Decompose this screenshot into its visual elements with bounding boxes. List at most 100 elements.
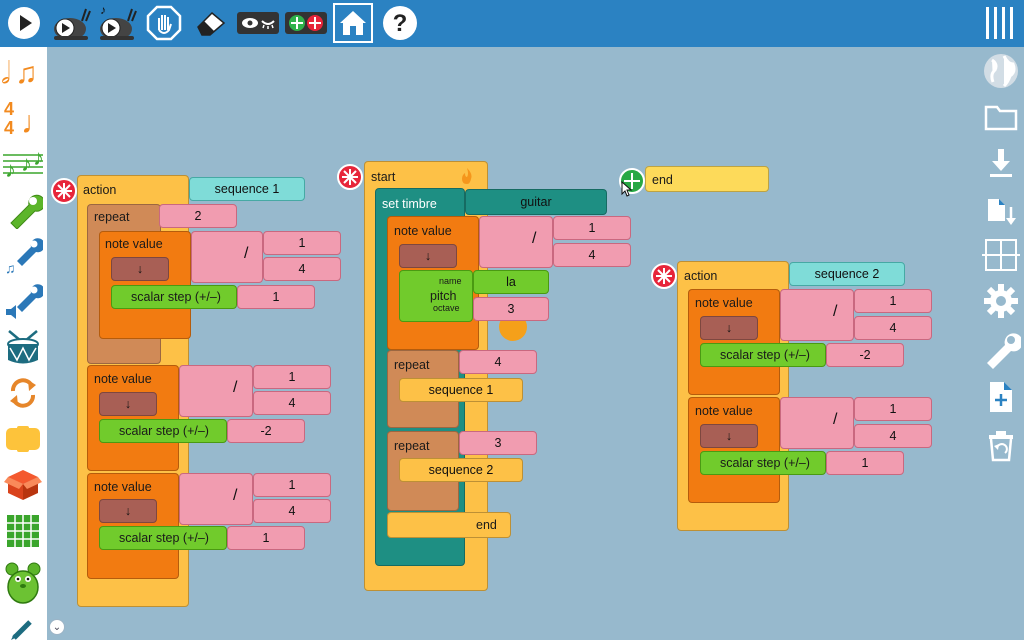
scalar-step-block-4[interactable] — [700, 343, 826, 367]
scalar-3-value[interactable]: 1 — [227, 526, 305, 550]
mouse-turtle-icon[interactable] — [0, 557, 46, 607]
blocks-canvas[interactable]: action sequence 1 repeat 2 note value / … — [47, 47, 977, 640]
repeat-2-label: repeat — [394, 358, 430, 372]
expand-end-button[interactable] — [619, 168, 645, 194]
scalar-1-label: scalar step (+/–) — [131, 290, 221, 304]
sequence-1-call[interactable]: sequence 1 — [399, 378, 523, 402]
divide-block-4[interactable] — [780, 289, 854, 341]
drum-icon[interactable] — [0, 325, 46, 369]
action-2-label: action — [684, 269, 718, 283]
note-5-arrow-block[interactable]: ↓ — [700, 424, 758, 448]
note-value-block-2[interactable] — [87, 365, 179, 471]
new-file-icon[interactable] — [980, 377, 1022, 417]
pitch-octave-value[interactable]: 3 — [473, 297, 549, 321]
start-end-block[interactable] — [387, 512, 511, 538]
pitch-staff-icon[interactable]: ♪♪♪ — [0, 141, 46, 185]
note-4-denominator[interactable]: 4 — [854, 316, 932, 340]
palette-scroll-down-icon[interactable]: ⌄ — [49, 619, 65, 635]
divide-block-1[interactable] — [191, 231, 263, 283]
repeat-3-label: repeat — [394, 439, 430, 453]
note-4-arrow-block[interactable]: ↓ — [700, 316, 758, 340]
eraser-icon[interactable] — [190, 3, 230, 43]
play-icon[interactable] — [4, 3, 44, 43]
timbre-value[interactable]: guitar — [465, 189, 607, 215]
collapse-start-button[interactable] — [337, 164, 363, 190]
help-icon[interactable]: ? — [380, 3, 420, 43]
start-divide-slash: / — [532, 230, 537, 247]
note-3-denominator[interactable]: 4 — [253, 499, 331, 523]
scalar-4-label: scalar step (+/–) — [720, 348, 810, 362]
voice-wrench-icon[interactable]: ♫ — [0, 233, 46, 277]
play-slow-icon[interactable] — [50, 3, 92, 43]
note-value-block-4[interactable] — [688, 289, 780, 395]
note-value-block-5[interactable] — [688, 397, 780, 503]
collapse-action-2-button[interactable] — [651, 263, 677, 289]
home-icon[interactable] — [333, 3, 373, 43]
svg-text:♪: ♪ — [33, 145, 44, 170]
save-icon[interactable] — [980, 143, 1022, 183]
divide-block-2[interactable] — [179, 365, 253, 417]
note-3-numerator[interactable]: 1 — [253, 473, 331, 497]
divide-block-5[interactable] — [780, 397, 854, 449]
start-note-denominator[interactable]: 4 — [553, 243, 631, 267]
box-3d-icon[interactable] — [0, 463, 46, 507]
action-2-name-field[interactable]: sequence 2 — [789, 262, 905, 286]
scalar-step-block-1[interactable] — [111, 285, 237, 309]
sequence-2-call[interactable]: sequence 2 — [399, 458, 523, 482]
main-toolbar: ♪ ? — [0, 0, 1024, 47]
scalar-step-block-2[interactable] — [99, 419, 227, 443]
svg-text:♩: ♩ — [21, 104, 45, 137]
grid-icon[interactable] — [980, 235, 1022, 275]
widgets-grid-icon[interactable] — [0, 509, 46, 553]
scalar-1-value[interactable]: 1 — [237, 285, 315, 309]
note-5-denominator[interactable]: 4 — [854, 424, 932, 448]
repeat-3-count[interactable]: 3 — [459, 431, 537, 455]
note-3-arrow-block[interactable]: ↓ — [99, 499, 157, 523]
open-folder-icon[interactable] — [980, 97, 1022, 137]
pitch-name-value[interactable]: la — [473, 270, 549, 294]
volume-wrench-icon[interactable] — [0, 279, 46, 323]
settings-icon[interactable] — [980, 281, 1022, 321]
hide-blocks-icon[interactable] — [236, 3, 280, 43]
note-5-numerator[interactable]: 1 — [854, 397, 932, 421]
start-divide-block[interactable] — [479, 216, 553, 268]
globe-icon[interactable] — [980, 51, 1022, 91]
end-block[interactable] — [645, 166, 769, 192]
collapse-action-1-button[interactable] — [51, 178, 77, 204]
note-1-arrow-block[interactable]: ↓ — [111, 257, 169, 281]
scalar-step-block-3[interactable] — [99, 526, 227, 550]
svg-text:♪: ♪ — [100, 3, 106, 17]
action-box-icon[interactable] — [0, 417, 46, 461]
note-4-label: note value — [695, 296, 753, 310]
stop-hand-icon[interactable] — [144, 3, 184, 43]
note-4-numerator[interactable]: 1 — [854, 289, 932, 313]
play-step-icon[interactable]: ♪ — [96, 3, 138, 43]
collapse-blocks-icon[interactable] — [284, 3, 328, 43]
note-1-denominator[interactable]: 4 — [263, 257, 341, 281]
start-note-numerator[interactable]: 1 — [553, 216, 631, 240]
repeat-1-count[interactable]: 2 — [159, 204, 237, 228]
flow-arrows-icon[interactable] — [0, 371, 46, 415]
start-note-arrow-block[interactable]: ↓ — [399, 244, 457, 268]
note-1-numerator[interactable]: 1 — [263, 231, 341, 255]
pen-icon[interactable] — [0, 613, 46, 640]
rhythm-notes-icon[interactable]: 𝅗𝅥♫ — [0, 49, 46, 93]
note-2-denominator[interactable]: 4 — [253, 391, 331, 415]
action-1-name-field[interactable]: sequence 1 — [189, 177, 305, 201]
scalar-step-block-5[interactable] — [700, 451, 826, 475]
wrench-icon[interactable] — [980, 329, 1022, 369]
restore-trash-icon[interactable] — [980, 425, 1022, 465]
pitch-block[interactable] — [399, 270, 473, 322]
export-icon[interactable] — [980, 189, 1022, 229]
scalar-2-value[interactable]: -2 — [227, 419, 305, 443]
tone-wrench-icon[interactable] — [0, 187, 46, 231]
divide-block-3[interactable] — [179, 473, 253, 525]
repeat-2-count[interactable]: 4 — [459, 350, 537, 374]
note-2-arrow-block[interactable]: ↓ — [99, 392, 157, 416]
menu-icon[interactable] — [982, 3, 1018, 43]
scalar-4-value[interactable]: -2 — [826, 343, 904, 367]
svg-text:4: 4 — [4, 99, 14, 119]
scalar-5-value[interactable]: 1 — [826, 451, 904, 475]
note-2-numerator[interactable]: 1 — [253, 365, 331, 389]
